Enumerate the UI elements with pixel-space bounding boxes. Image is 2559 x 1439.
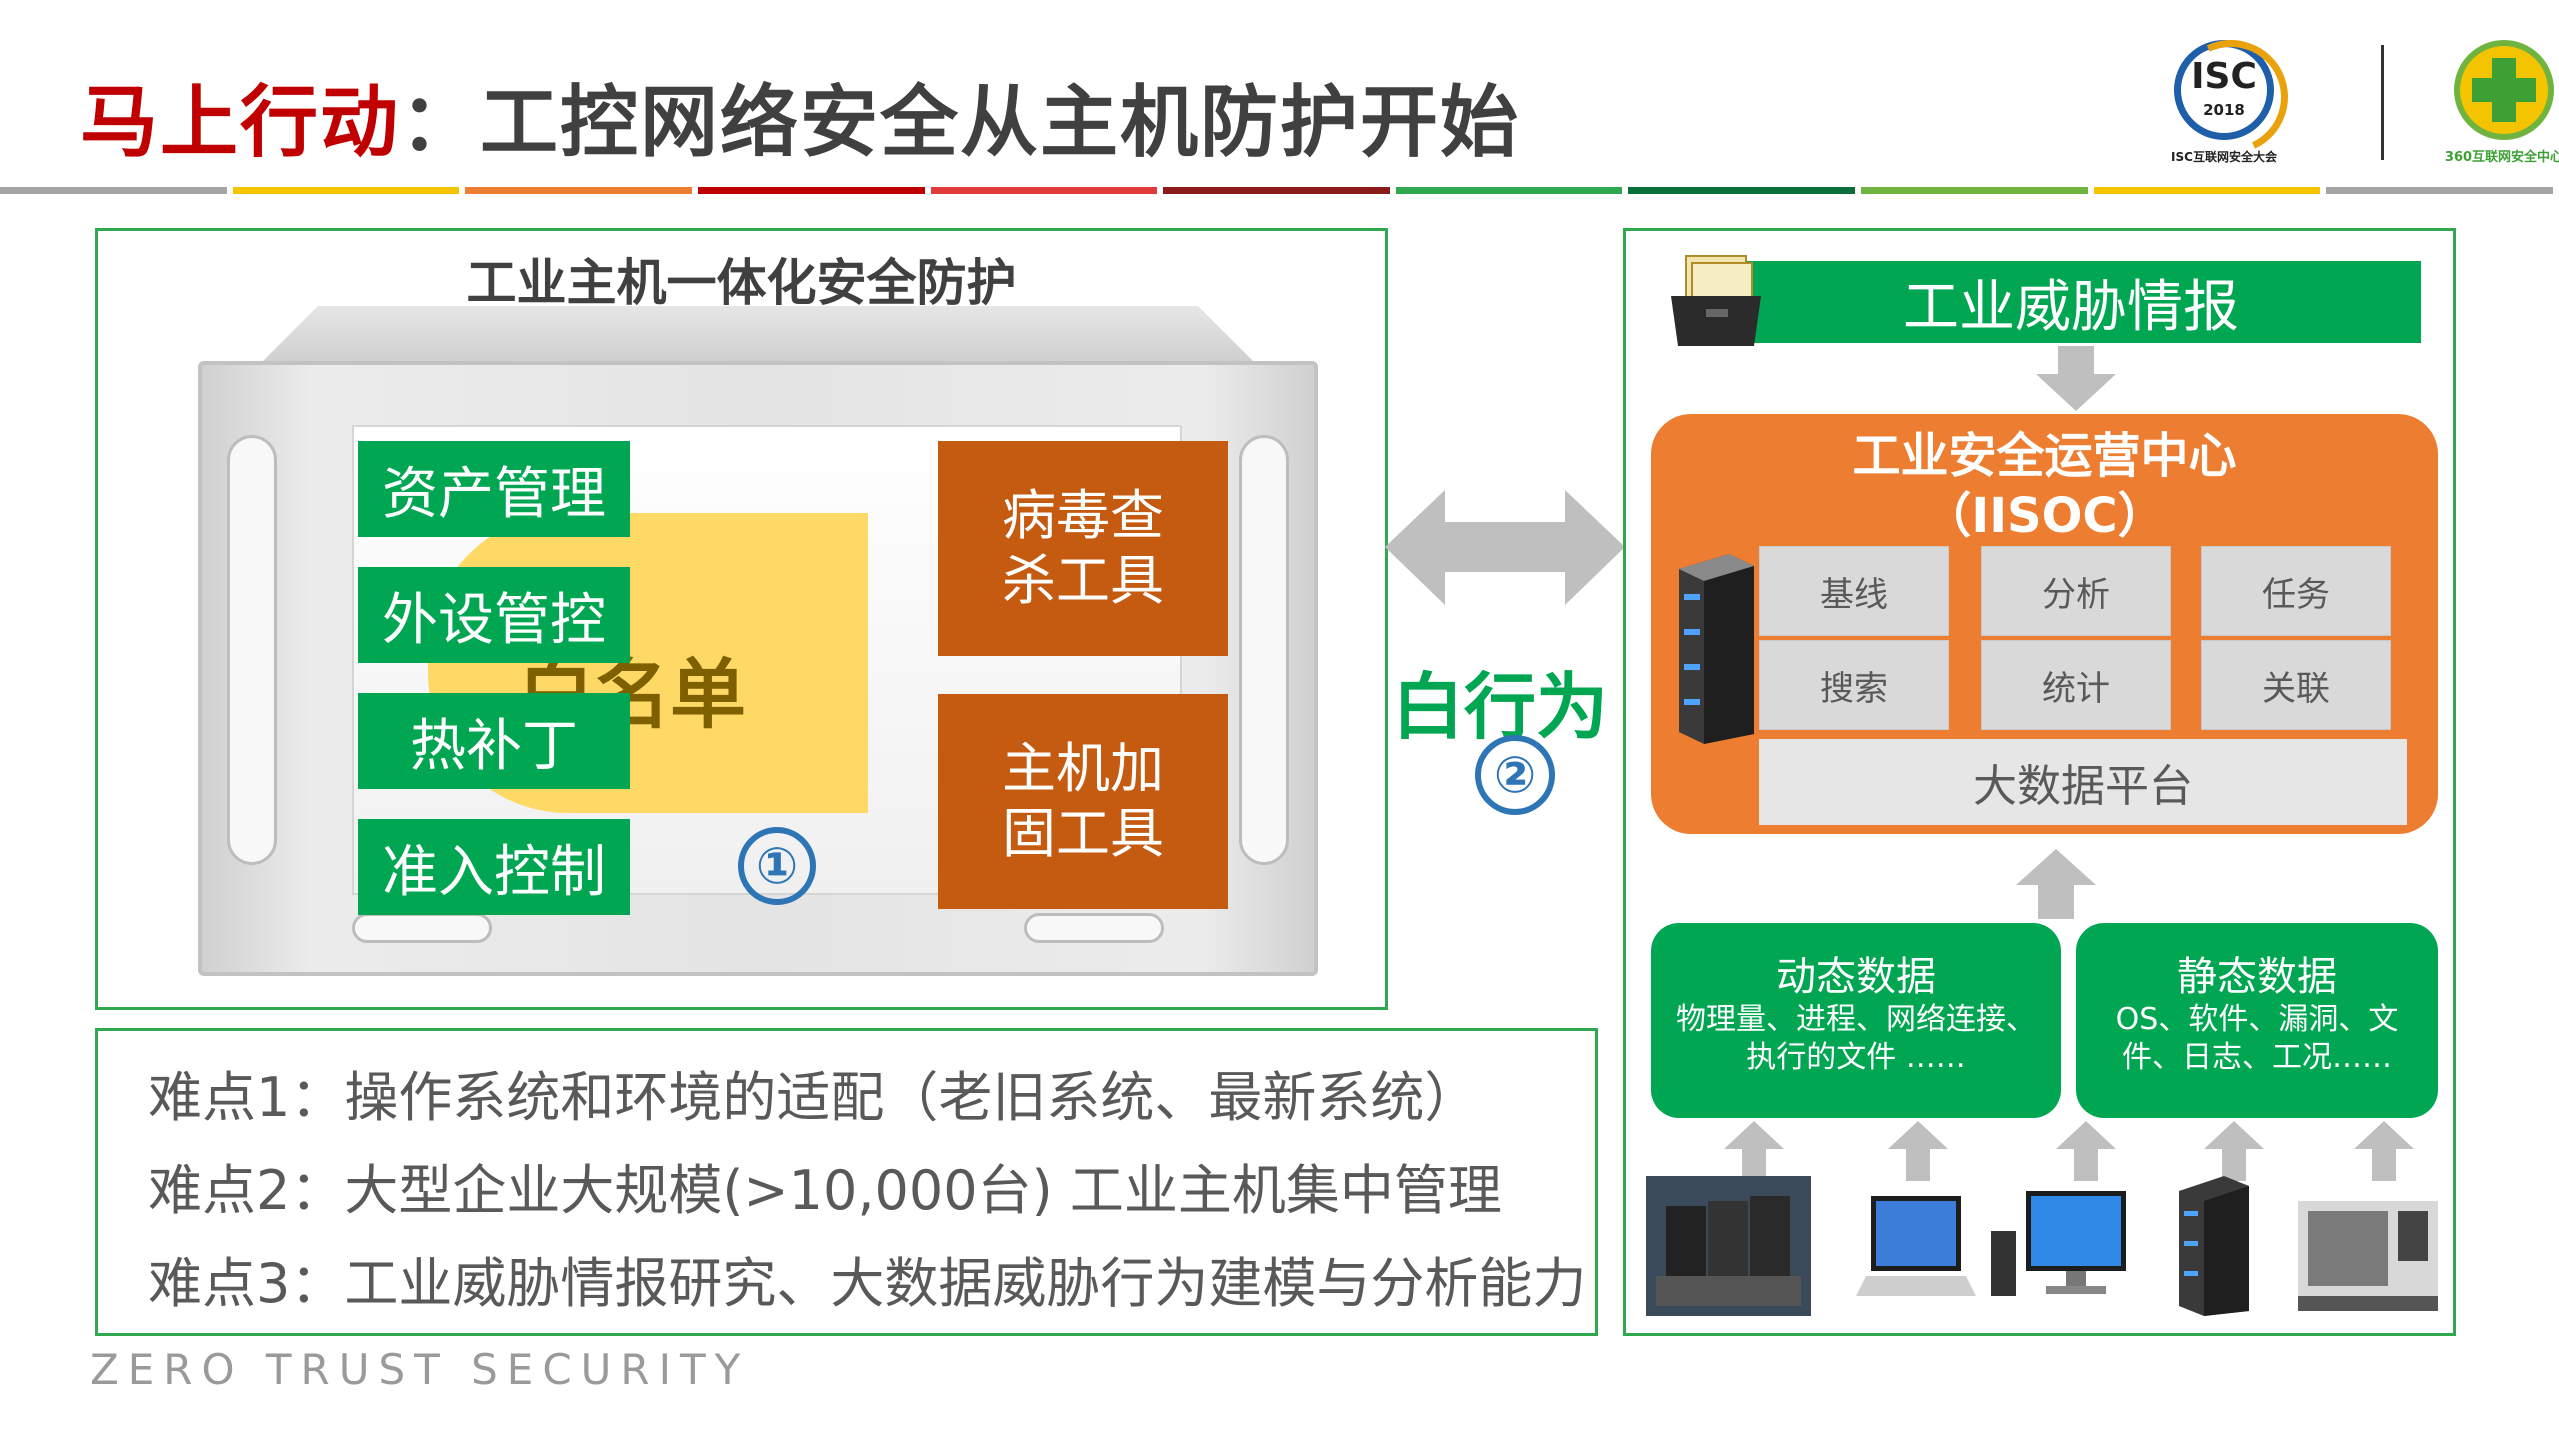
difficulties-panel: 难点1：操作系统和环境的适配（老旧系统、最新系统） 难点2：大型企业大规模(>1…	[95, 1028, 1598, 1336]
white-behavior-label: 白行为	[1392, 665, 1609, 749]
host-panel-title: 工业主机一体化安全防护	[466, 254, 1017, 312]
double-arrow-icon	[1385, 490, 1625, 605]
threat-intel-bar: 工业威胁情报	[1721, 261, 2421, 343]
iisoc-title-line2: （IISOC）	[1923, 488, 2166, 544]
iisoc-title: 工业安全运营中心 （IISOC）	[1651, 426, 2438, 546]
dynamic-data-desc-1: 物理量、进程、网络连接、	[1676, 1002, 2036, 1037]
chassis-slot-right	[1239, 435, 1289, 865]
header-divider	[0, 187, 2559, 194]
isc-logo-year: 2018	[2203, 101, 2245, 119]
header-divider-segment	[1628, 187, 1856, 194]
up-arrow-icon	[2354, 1121, 2414, 1181]
static-data-desc-1: OS、软件、漏洞、文	[2115, 1002, 2399, 1037]
server-icon	[1679, 554, 1754, 744]
dynamic-data-box: 动态数据 物理量、进程、网络连接、 执行的文件 ……	[1651, 923, 2061, 1118]
module-access-control: 准入控制	[358, 819, 630, 915]
up-arrow-icon	[2056, 1121, 2116, 1181]
bigdata-platform: 大数据平台	[1759, 739, 2407, 825]
dynamic-data-desc-2: 执行的文件 ……	[1746, 1040, 1966, 1075]
laptop-icon	[1856, 1196, 1976, 1296]
header-divider-segment	[930, 187, 1158, 194]
isc-logo-caption: ISC互联网安全大会	[2171, 150, 2277, 164]
chassis-handle-right	[1024, 913, 1164, 943]
cnc-machine-icon	[2298, 1201, 2438, 1311]
static-data-title: 静态数据	[2177, 954, 2337, 1000]
module-asset-management: 资产管理	[358, 441, 630, 537]
down-arrow-icon	[2036, 346, 2116, 411]
chassis-handle-left	[352, 913, 492, 943]
static-data-desc-2: 件、日志、工况……	[2122, 1040, 2392, 1075]
plc-device-icon	[1646, 1176, 1811, 1316]
host-protection-panel: 工业主机一体化安全防护 白名单 资产管理 外设管控 热补丁 准入控制 病毒查杀工…	[95, 228, 1388, 1010]
tag-task: 任务	[2201, 546, 2391, 636]
up-arrow-icon	[2016, 849, 2096, 919]
file-box-icon	[1671, 255, 1761, 346]
step-marker-2: ②	[1475, 735, 1555, 815]
server-icon	[2179, 1176, 2249, 1316]
header-divider-segment	[0, 187, 227, 194]
header-divider-segment	[1163, 187, 1390, 194]
difficulty-3: 难点3：工业威胁情报研究、大数据威胁行为建模与分析能力	[148, 1252, 1587, 1315]
difficulty-1: 难点1：操作系统和环境的适配（老旧系统、最新系统）	[148, 1066, 1479, 1129]
org-logo-caption: 360互联网安全中心	[2444, 150, 2559, 165]
header-divider-segment	[465, 187, 692, 194]
isc-logo-name: ISC	[2191, 56, 2257, 97]
header-divider-segment	[2093, 187, 2321, 194]
up-arrow-icon	[2204, 1121, 2264, 1181]
up-arrow-icon	[1888, 1121, 1948, 1181]
soc-panel: 工业威胁情报 工业安全运营中心 （IISOC） 基线 分析 任务 搜索 统计 关…	[1623, 228, 2456, 1336]
logo-divider	[2381, 45, 2384, 160]
step-marker-1: ①	[738, 827, 816, 905]
header-divider-segment	[2326, 187, 2554, 194]
title-highlight: 马上行动	[80, 78, 401, 168]
tag-statistics: 统计	[1981, 640, 2171, 730]
tool-hardening: 主机加固工具	[938, 694, 1228, 909]
footer-tagline: ZERO TRUST SECURITY	[90, 1345, 750, 1394]
chassis-top	[258, 306, 1258, 366]
tool-antivirus-label: 病毒查杀工具	[1002, 483, 1164, 612]
title-rest: ：工控网络安全从主机防护开始	[400, 78, 1521, 168]
org-logo: 360互联网安全中心	[2404, 40, 2559, 165]
tag-correlation: 关联	[2201, 640, 2391, 730]
up-arrow-icon	[1724, 1121, 1784, 1181]
static-data-box: 静态数据 OS、软件、漏洞、文 件、日志、工况……	[2076, 923, 2438, 1118]
header-divider-segment	[1395, 187, 1623, 194]
chassis-slot-left	[227, 435, 277, 865]
header-divider-segment	[232, 187, 460, 194]
header-divider-segment	[1861, 187, 2088, 194]
iisoc-box: 工业安全运营中心 （IISOC） 基线 分析 任务 搜索 统计 关联 大数据平台	[1651, 414, 2438, 834]
isc-ring-icon: ISC 2018	[2174, 40, 2274, 140]
page-title: 马上行动：工控网络安全从主机防护开始	[80, 60, 1520, 172]
isc-logo: ISC 2018 ISC互联网安全大会	[2149, 40, 2299, 170]
logo-group: ISC 2018 ISC互联网安全大会 360互联网安全中心	[2149, 40, 2559, 170]
header-divider-segment	[697, 187, 925, 194]
tag-search: 搜索	[1759, 640, 1949, 730]
desktop-icon	[1991, 1191, 2126, 1296]
tag-baseline: 基线	[1759, 546, 1949, 636]
tag-analysis: 分析	[1981, 546, 2171, 636]
module-hot-patch: 热补丁	[358, 693, 630, 789]
green-cross-icon	[2454, 40, 2554, 140]
tool-hardening-label: 主机加固工具	[1002, 736, 1164, 865]
iisoc-title-line1: 工业安全运营中心	[1852, 428, 2237, 484]
dynamic-data-title: 动态数据	[1776, 954, 1936, 1000]
difficulty-2: 难点2：大型企业大规模(>10,000台) 工业主机集中管理	[148, 1159, 1502, 1222]
tool-antivirus: 病毒查杀工具	[938, 441, 1228, 656]
module-peripheral-control: 外设管控	[358, 567, 630, 663]
